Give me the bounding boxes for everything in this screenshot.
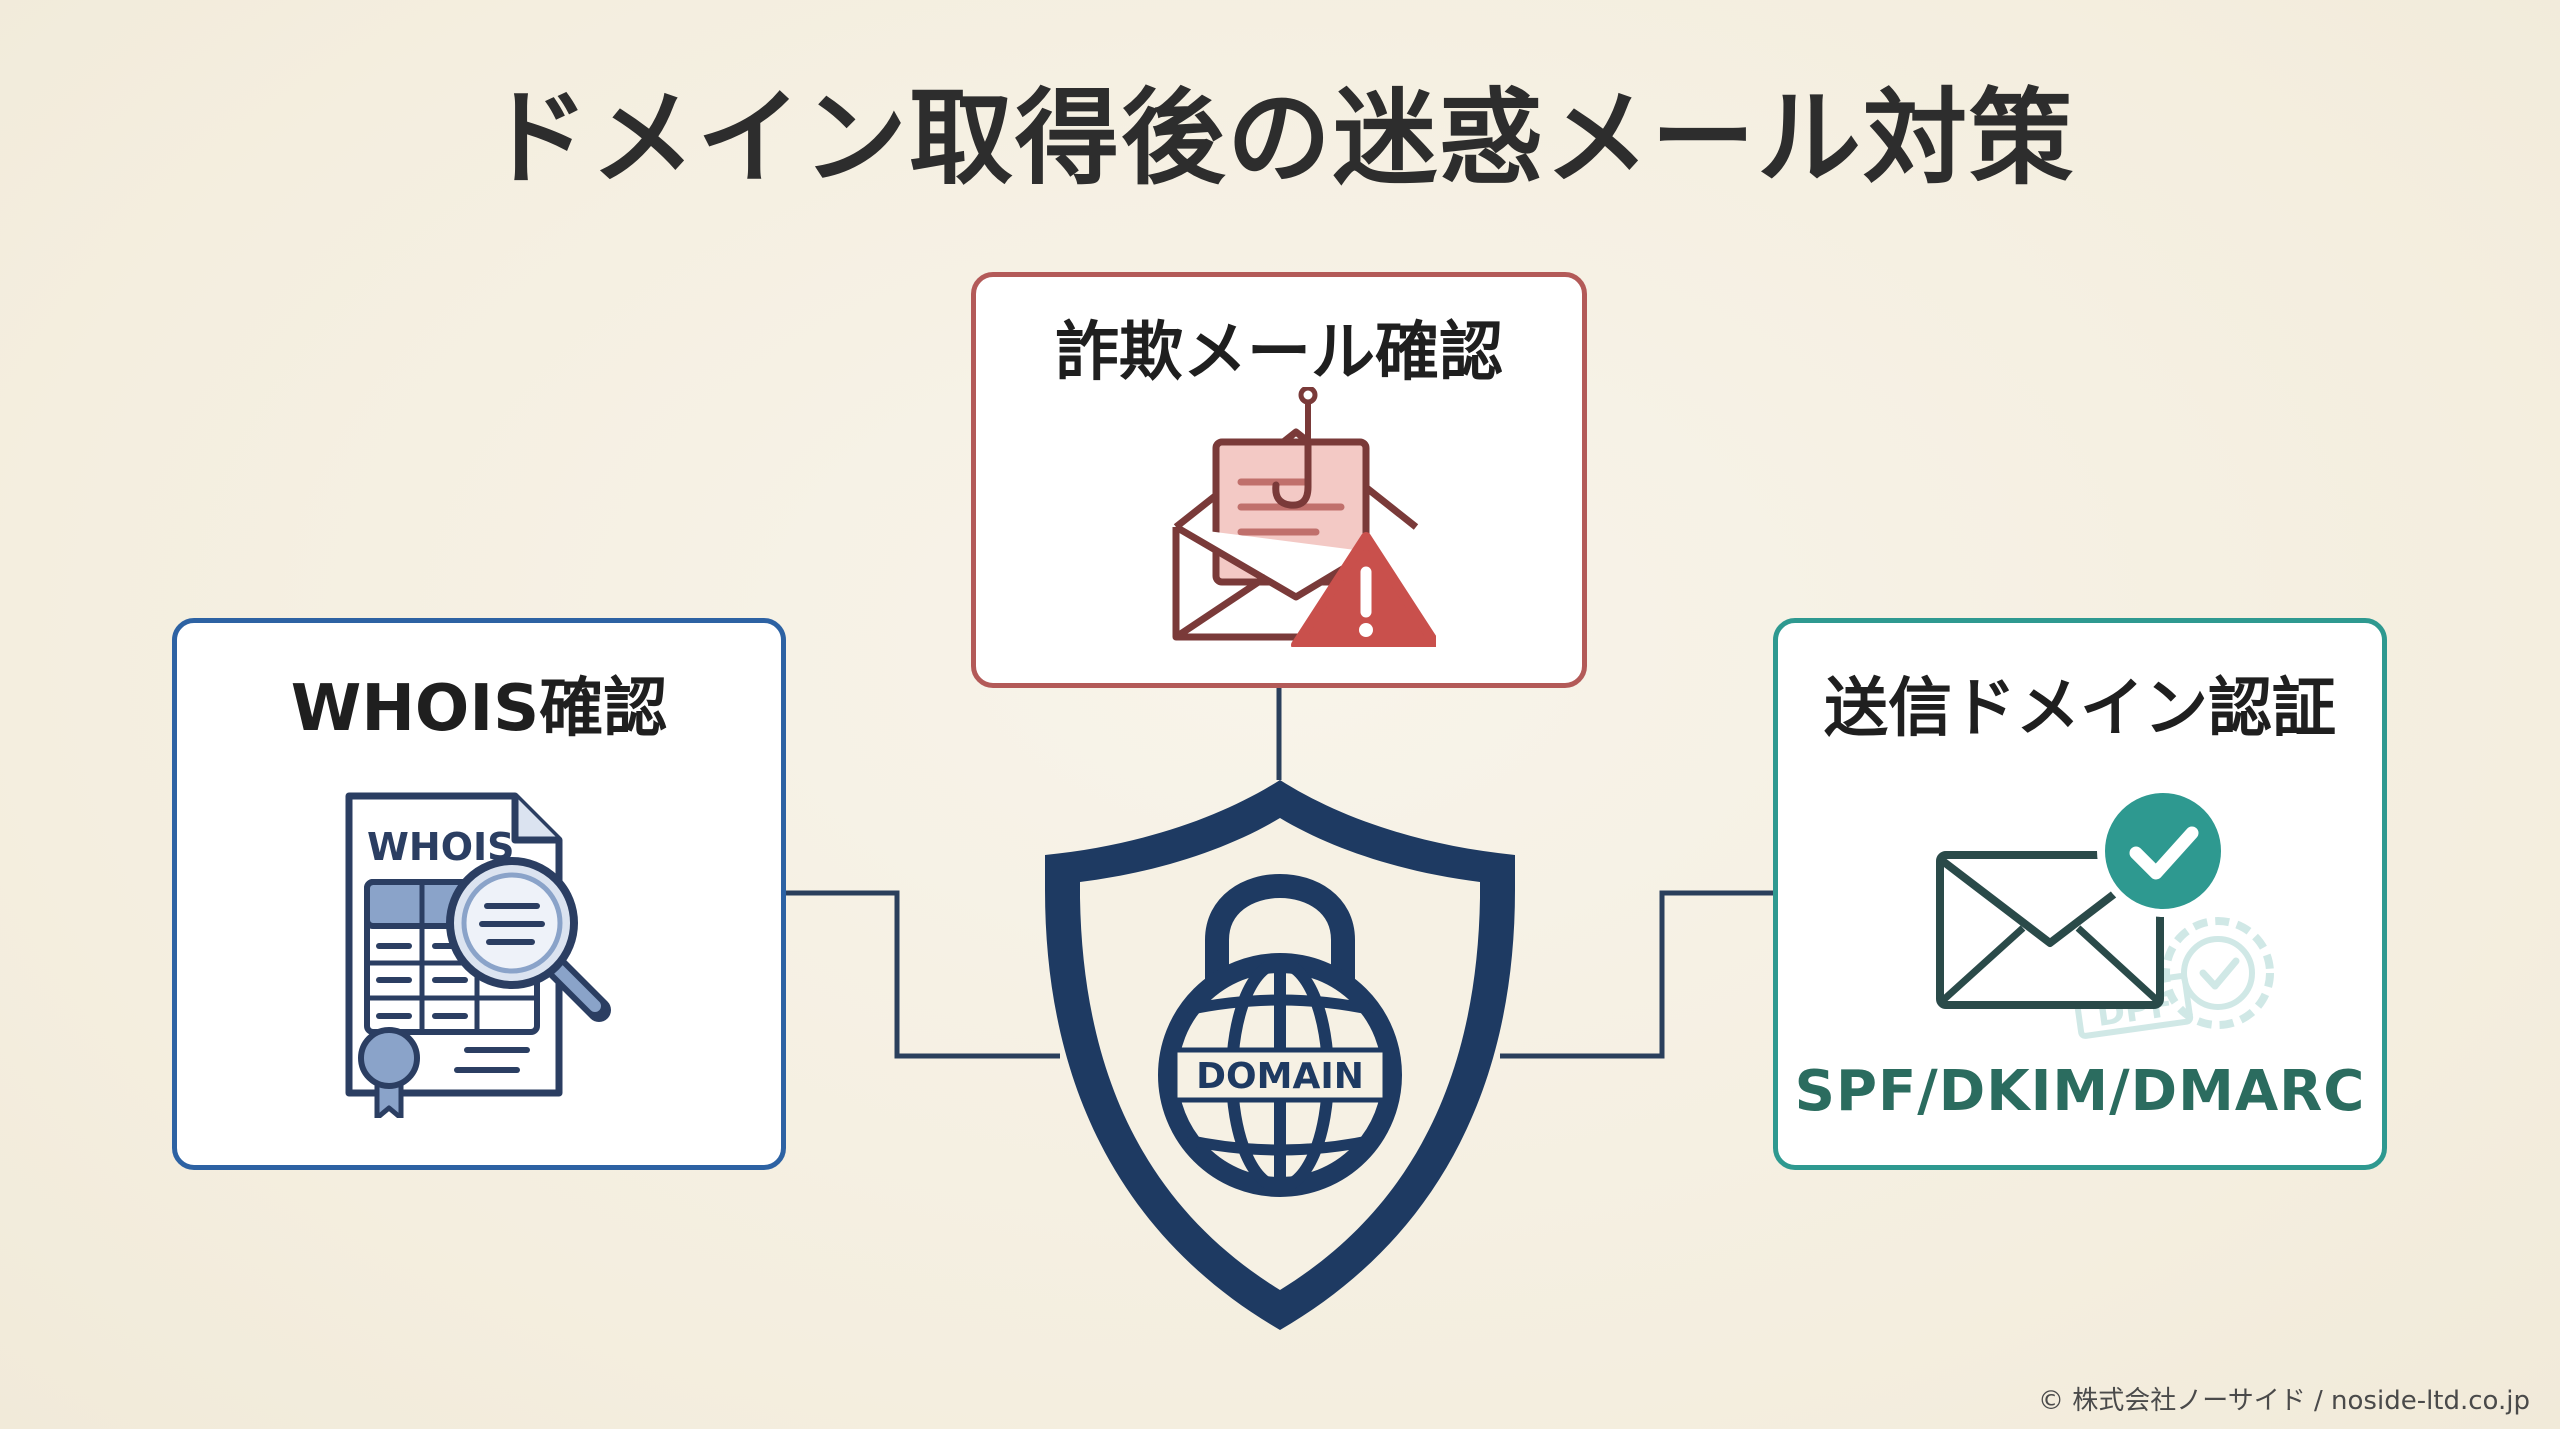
card-whois-label: WHOIS確認 [290, 672, 668, 746]
domain-shield-icon: DOMAIN [1045, 780, 1515, 1330]
copyright-footer: © 株式会社ノーサイド / noside-ltd.co.jp [2038, 1386, 2530, 1416]
verified-mail-icon: DPF [1936, 785, 2274, 1039]
auth-protocols: SPF/DKIM/DMARC [1794, 1059, 2366, 1124]
card-auth-label: 送信ドメイン認証 [1824, 672, 2336, 746]
globe-label: DOMAIN [1196, 1056, 1364, 1097]
check-badge-icon [2097, 785, 2229, 917]
card-phishing-label: 詐欺メール確認 [1055, 316, 1503, 390]
whois-document-icon: WHOIS [345, 792, 611, 1118]
page-title: ドメイン取得後の迷惑メール対策 [484, 77, 2075, 199]
connector-auth [1500, 890, 1773, 1059]
card-whois-check: WHOIS確認 WHOIS [172, 618, 786, 1170]
card-sender-auth: 送信ドメイン認証 DPF SPF/DKIM/DMARC [1773, 618, 2387, 1170]
phishing-mail-icon [1172, 387, 1436, 647]
connector-whois [786, 890, 1060, 1059]
card-phishing-check: 詐欺メール確認 [971, 272, 1587, 688]
